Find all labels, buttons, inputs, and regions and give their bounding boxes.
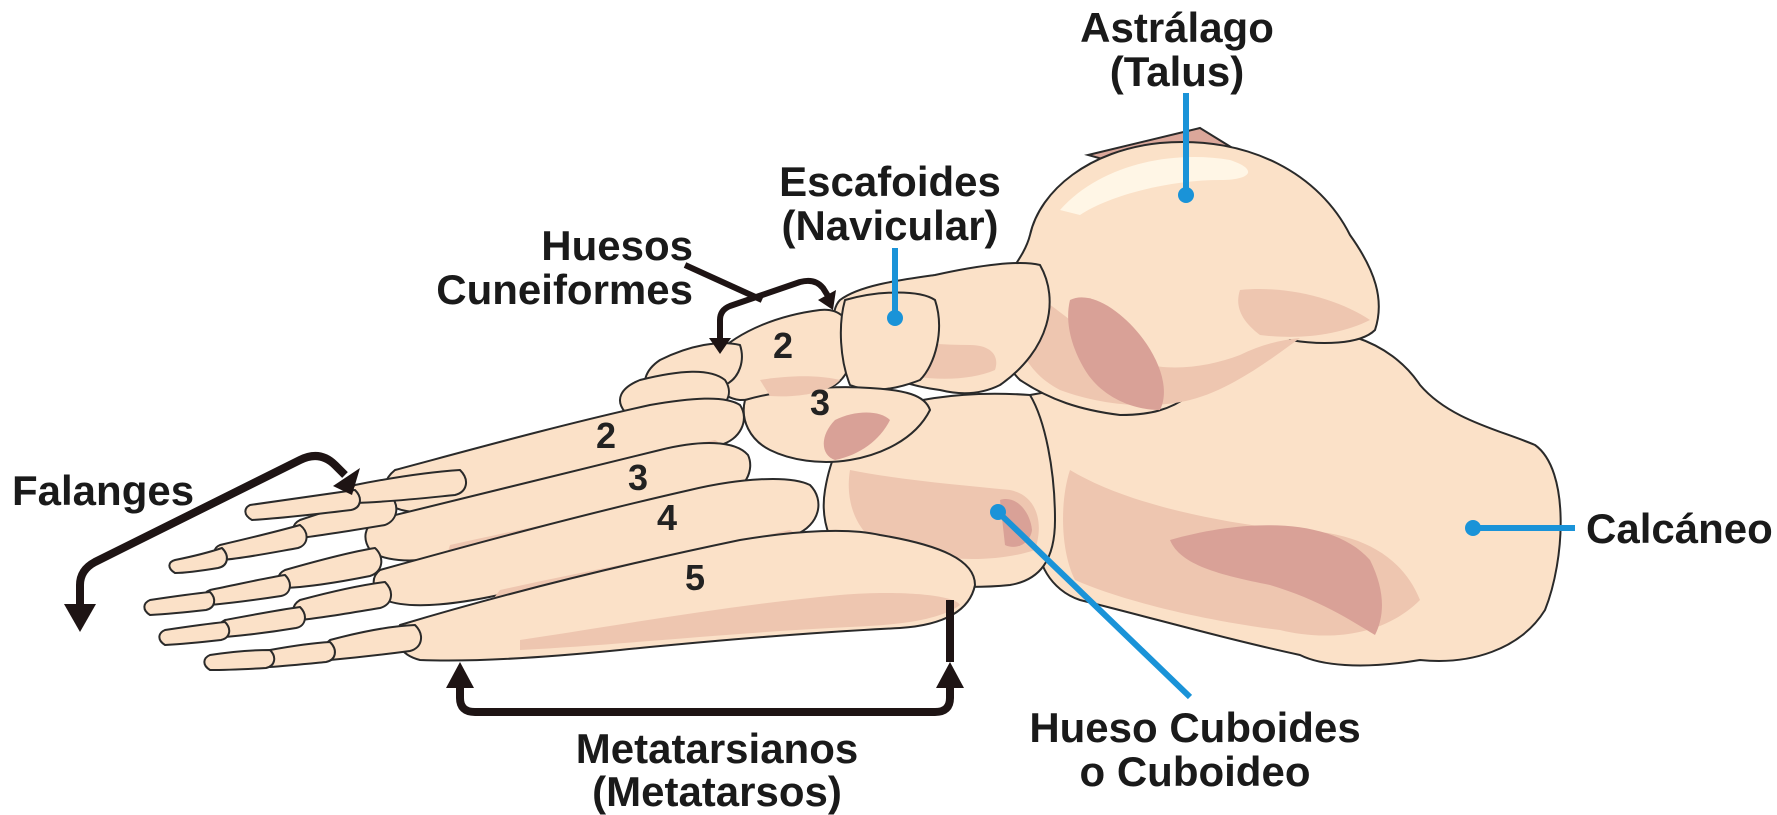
cuneiform-bones xyxy=(714,293,939,462)
metatarsal-number-5: 5 xyxy=(685,557,705,598)
navicular-label-line2: (Navicular) xyxy=(781,202,998,249)
cuneiform-number-3: 3 xyxy=(810,382,830,423)
cuneiform-number-2: 2 xyxy=(773,325,793,366)
metatarsals-label-line2: (Metatarsos) xyxy=(592,768,842,815)
metatarsal-number-2: 2 xyxy=(596,415,616,456)
metatarsals-label-line1: Metatarsianos xyxy=(576,725,858,772)
cuboid-label-line1: Hueso Cuboides xyxy=(1029,704,1360,751)
talus-label-line1: Astrálago xyxy=(1080,4,1274,51)
metatarsal-number-3: 3 xyxy=(628,457,648,498)
talus-label-line2: (Talus) xyxy=(1110,48,1245,95)
cuboid-label-line2: o Cuboideo xyxy=(1080,748,1311,795)
metatarsal-number-4: 4 xyxy=(657,497,677,538)
navicular-label-line1: Escafoides xyxy=(779,158,1001,205)
cuneiform-label-line2: Cuneiformes xyxy=(436,266,693,313)
calcaneus-label: Calcáneo xyxy=(1586,505,1773,552)
cuneiform-label-line1: Huesos xyxy=(541,222,693,269)
cuneiform-2-bone xyxy=(841,293,939,390)
phalanges-label: Falanges xyxy=(12,467,194,514)
